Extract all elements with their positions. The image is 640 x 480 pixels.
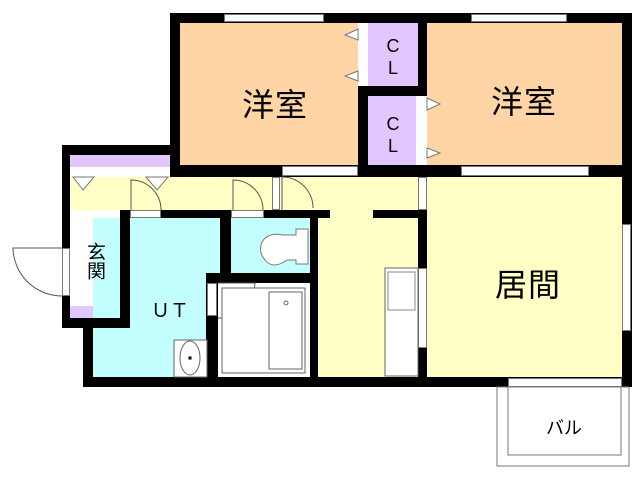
outer-wall-bottom [83,377,632,387]
closet-2-bottom-wall [358,165,427,177]
window-room2-top [471,14,567,22]
living-room-label: 居間 [494,266,561,304]
entry-storage-top [70,155,170,167]
kitchen-living-wall-lower [418,348,427,387]
kitchen-left-wall [310,210,318,387]
outer-wall-right [622,13,632,387]
closet-divider-wall-horizontal [358,86,427,96]
window-room1-top [224,14,324,22]
closet-1-floor [368,23,418,86]
closet-2-door-track [416,96,427,165]
outer-wall-top [170,13,632,23]
closet-2-label: C L [381,113,405,157]
window-room1-bottom [282,166,358,176]
closet-2-label-l: L [387,136,398,156]
closet-2-floor [368,96,416,165]
closet-divider-wall-vertical [358,86,368,177]
entry-wall-top [62,145,180,155]
closet-wall-right [418,23,427,96]
outer-wall-left-upper [170,13,180,177]
kitchen-wall-stub [373,210,427,218]
utility-label: ＵＴ [150,301,189,322]
living-room-floor [427,177,622,377]
closet-1-label: C L [381,35,405,79]
balcony-label: バル [546,418,582,439]
utility-wall-left [83,318,93,387]
utility-door-opening [130,210,161,218]
window-room2-bottom [461,166,589,176]
toilet-bath-wall [206,273,318,283]
entrance-door-opening [62,248,70,296]
window-living-right [622,224,631,331]
kitchen-door-post [272,177,280,210]
closet-2-label-c: C [386,114,400,134]
western-room-1-label: 洋室 [241,86,308,124]
entrance-label-text: 玄関 [84,242,106,280]
bath-door-opening [207,283,217,316]
western-room-2-label: 洋室 [490,83,557,121]
closet-1-label-l: L [387,58,398,78]
utility-toilet-wall [220,210,231,275]
closet-1-door-track [358,23,368,86]
toilet-door-opening [231,210,264,218]
entrance-inner-wall [120,210,130,328]
entry-storage-top-track [70,167,170,177]
western-room-2-floor [427,23,622,165]
western-room-1-floor [180,23,360,165]
kitchen-living-wall [418,210,427,268]
closet-1-label-c: C [386,36,400,56]
entry-wall-left [62,145,70,328]
kitchen-living-opening [418,177,427,210]
entry-wall-bottom [62,318,130,328]
entrance-label: 玄関 [82,242,108,280]
